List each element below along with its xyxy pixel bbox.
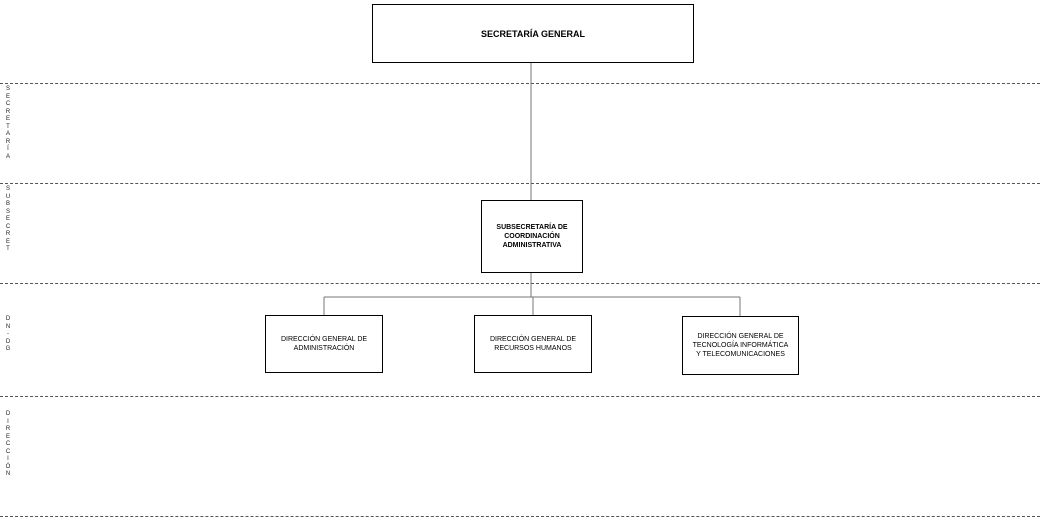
band-separator <box>0 83 1040 84</box>
node-dg-recursos-humanos: DIRECCIÓN GENERAL DE RECURSOS HUMANOS <box>474 315 592 373</box>
node-label: SECRETARÍA GENERAL <box>480 28 585 39</box>
node-dg-tecnologia: DIRECCIÓN GENERAL DE TECNOLOGÍA INFORMÁT… <box>682 316 799 375</box>
node-label: DIRECCIÓN GENERAL DE ADMINISTRACIÓN <box>280 336 368 352</box>
band-separator <box>0 516 1040 517</box>
node-label: DIRECCIÓN GENERAL DE TECNOLOGÍA INFORMÁT… <box>692 333 789 358</box>
band-label-dn-dg: D N - D G <box>5 316 11 352</box>
node-label: DIRECCIÓN GENERAL DE RECURSOS HUMANOS <box>489 336 577 352</box>
band-label-subsecretaria: S U B S E C R E T <box>5 186 11 252</box>
band-separator <box>0 283 1040 284</box>
node-subsecretaria: SUBSECRETARÍA DE COORDINACIÓN ADMINISTRA… <box>481 200 583 273</box>
node-dg-administracion: DIRECCIÓN GENERAL DE ADMINISTRACIÓN <box>265 315 383 373</box>
band-separator <box>0 396 1040 397</box>
band-label-direccion: D I R E C C I Ó N <box>5 411 11 477</box>
node-secretaria-general: SECRETARÍA GENERAL <box>372 4 694 63</box>
band-label-secretaria: S E C R E T A R Í A <box>5 86 11 160</box>
band-separator <box>0 183 1040 184</box>
node-label: SUBSECRETARÍA DE COORDINACIÓN ADMINISTRA… <box>496 224 568 249</box>
